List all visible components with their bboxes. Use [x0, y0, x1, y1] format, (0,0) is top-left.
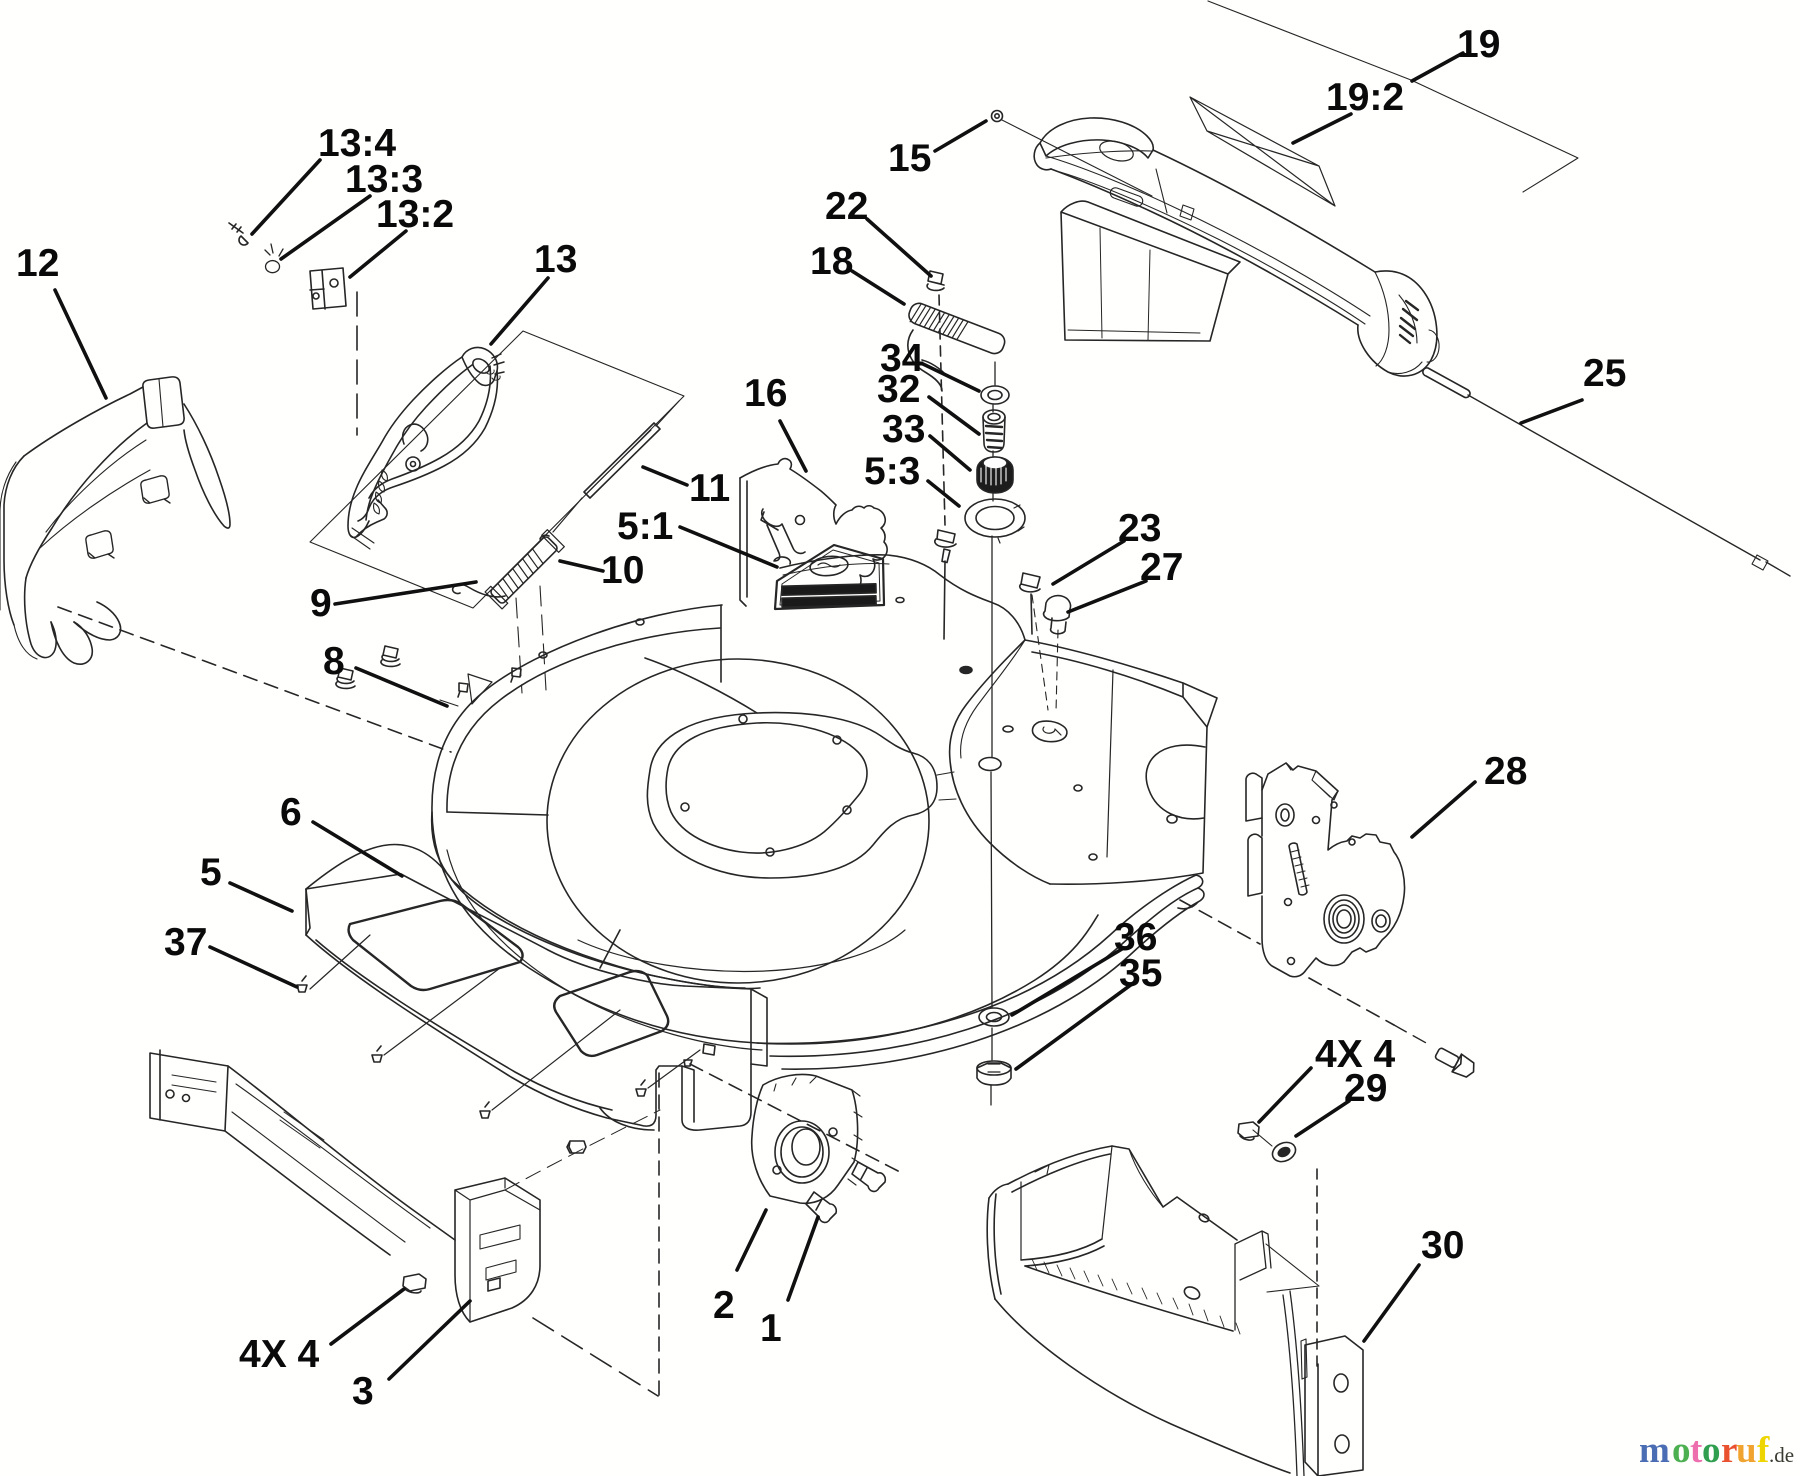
svg-text:13:3: 13:3 [345, 158, 423, 201]
svg-text:19: 19 [1457, 23, 1500, 66]
svg-text:27: 27 [1140, 546, 1183, 589]
svg-text:23: 23 [1118, 507, 1161, 550]
svg-text:5: 5 [200, 851, 222, 894]
svg-text:m: m [1639, 1430, 1670, 1471]
svg-text:r: r [1721, 1430, 1737, 1471]
svg-text:3: 3 [352, 1370, 374, 1413]
svg-text:34: 34 [880, 337, 924, 380]
svg-text:8: 8 [323, 640, 345, 683]
svg-text:5:3: 5:3 [864, 450, 920, 493]
svg-text:12: 12 [16, 242, 59, 285]
svg-text:33: 33 [882, 408, 925, 451]
svg-text:36: 36 [1114, 916, 1157, 959]
svg-text:9: 9 [310, 582, 332, 625]
svg-text:37: 37 [164, 921, 207, 964]
svg-text:4X 4: 4X 4 [1315, 1033, 1396, 1076]
svg-text:t: t [1690, 1430, 1703, 1471]
svg-text:2: 2 [713, 1284, 735, 1327]
svg-text:11: 11 [689, 467, 730, 510]
svg-text:18: 18 [810, 240, 853, 283]
svg-text:19:2: 19:2 [1326, 76, 1404, 119]
svg-text:25: 25 [1583, 352, 1626, 395]
svg-text:29: 29 [1344, 1067, 1387, 1110]
svg-text:10: 10 [601, 549, 644, 592]
svg-text:13: 13 [534, 238, 577, 281]
svg-text:o: o [1672, 1430, 1691, 1471]
svg-text:15: 15 [888, 137, 931, 180]
svg-text:o: o [1702, 1430, 1721, 1471]
svg-text:22: 22 [825, 185, 868, 228]
svg-text:13:4: 13:4 [318, 122, 396, 165]
svg-text:35: 35 [1119, 952, 1162, 995]
svg-text:30: 30 [1421, 1224, 1464, 1267]
svg-text:4X 4: 4X 4 [239, 1333, 320, 1376]
svg-text:6: 6 [280, 791, 302, 834]
svg-text:5:1: 5:1 [617, 505, 673, 548]
svg-text:28: 28 [1484, 750, 1527, 793]
svg-text:u: u [1736, 1430, 1757, 1471]
svg-text:.de: .de [1769, 1443, 1794, 1467]
svg-text:13:2: 13:2 [376, 193, 454, 236]
svg-text:16: 16 [744, 372, 787, 415]
svg-text:1: 1 [760, 1307, 782, 1350]
svg-text:32: 32 [877, 368, 920, 411]
svg-text:f: f [1757, 1430, 1770, 1471]
